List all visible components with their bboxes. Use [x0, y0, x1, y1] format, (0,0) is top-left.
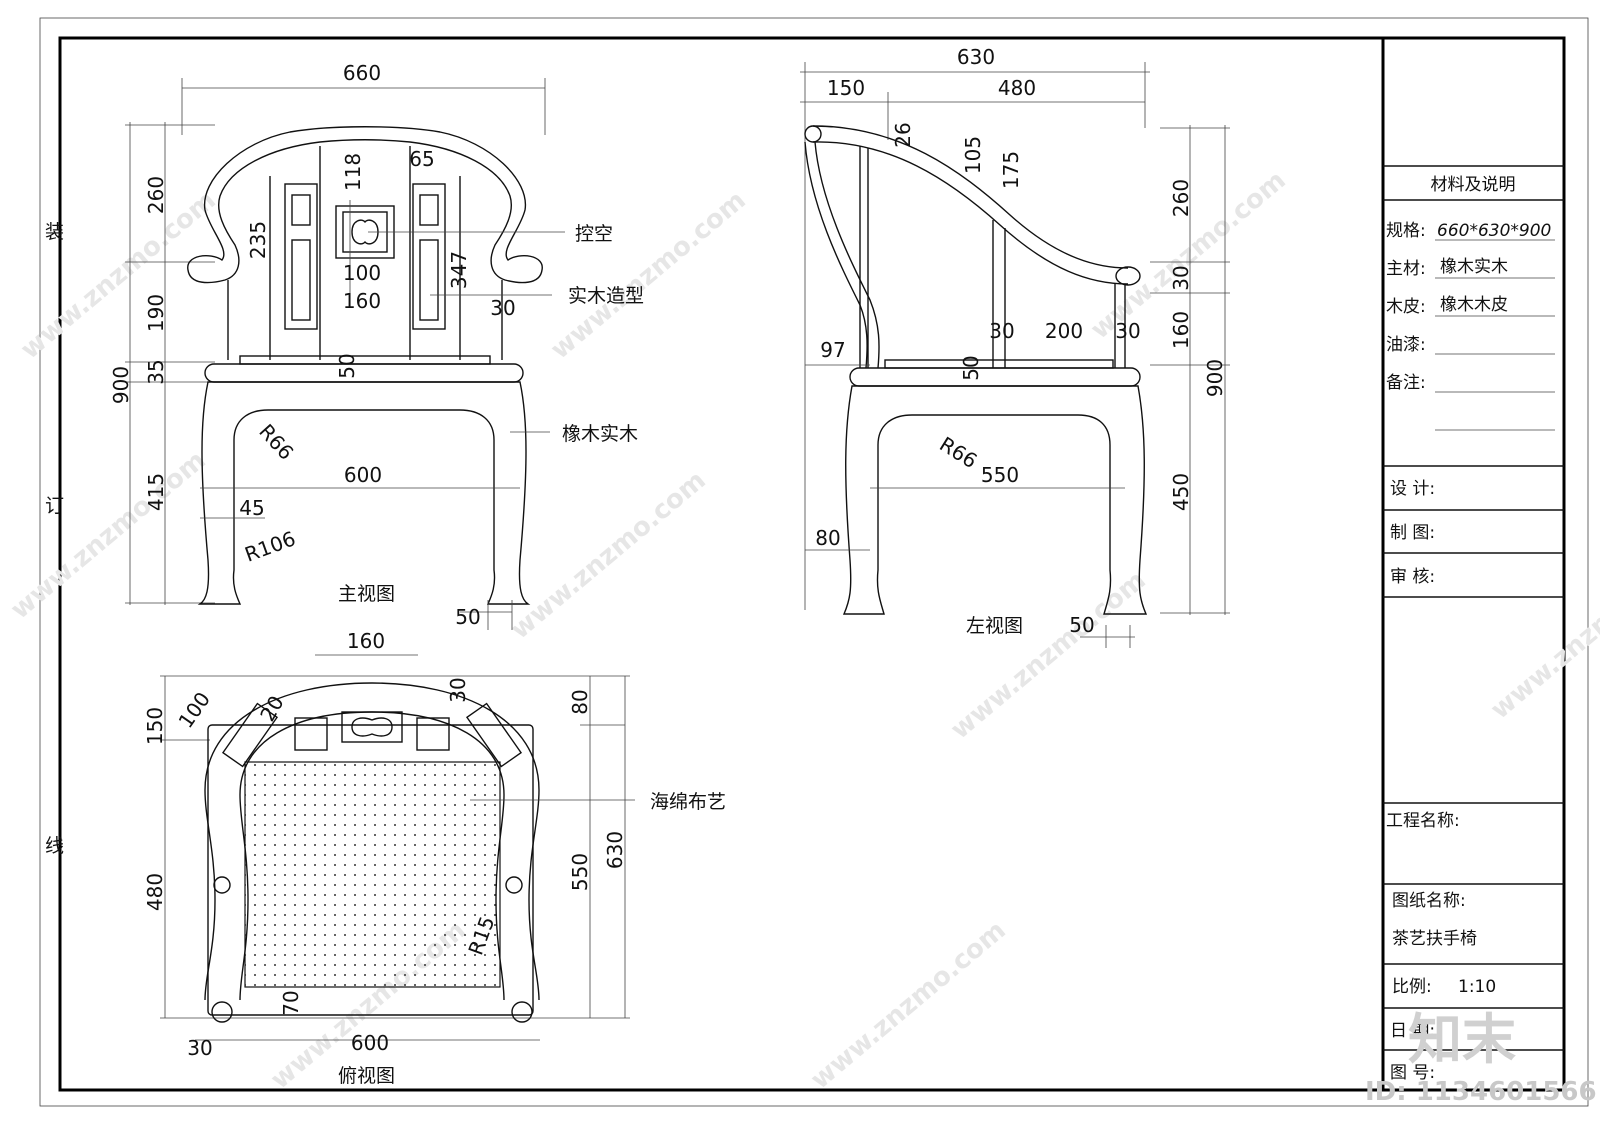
- front-dim-100: 100: [343, 261, 381, 285]
- callout-cushion: 海绵布艺: [650, 791, 726, 813]
- front-dim-118: 118: [341, 153, 365, 191]
- binding-margin: 装 订 线: [45, 221, 64, 857]
- front-dim-30: 30: [490, 296, 515, 320]
- veneer-label: 木皮:: [1386, 297, 1426, 317]
- front-dim-foot-50: 50: [455, 605, 480, 629]
- front-dim-width: 660: [343, 61, 381, 85]
- top-dim-30: 30: [446, 677, 470, 702]
- top-dim-160: 160: [347, 629, 385, 653]
- callout-oak-material: 橡木实木: [562, 423, 638, 445]
- front-dim-height-total: 900: [109, 366, 133, 404]
- front-dim-600: 600: [344, 463, 382, 487]
- side-dim-26: 26: [891, 122, 915, 147]
- side-dim-550: 550: [981, 463, 1019, 487]
- top-view-title: 俯视图: [338, 1065, 395, 1087]
- watermark-site: www.znzmo.com: [545, 185, 751, 365]
- id-watermark: ID: 1134601566: [1365, 1077, 1597, 1107]
- note-label: 备注:: [1386, 373, 1426, 393]
- side-view-title: 左视图: [966, 615, 1023, 637]
- main-material-value: 橡木实木: [1440, 257, 1508, 277]
- binding-char-1: 装: [45, 221, 64, 243]
- watermark-site: www.znzmo.com: [505, 465, 711, 645]
- side-dim-depth: 630: [957, 45, 995, 69]
- side-dim-160: 160: [1169, 311, 1193, 349]
- brand-watermark: 知末: [1408, 1008, 1516, 1071]
- callout-hollow: 控空: [575, 223, 613, 245]
- side-dim-r66: R66: [935, 432, 981, 473]
- top-view: 160 150 100 20 30 80 480 550 630 R15 70 …: [143, 629, 726, 1087]
- top-dim-70: 70: [279, 990, 303, 1015]
- front-view: 660 900 260 190 35 415 118 65 235 100 16…: [109, 61, 644, 630]
- drawing-name-value: 茶艺扶手椅: [1392, 929, 1477, 949]
- spec-value: 660*630*900: [1437, 221, 1551, 241]
- front-dim-r66: R66: [254, 419, 298, 464]
- top-dim-630: 630: [603, 831, 627, 869]
- top-dim-80: 80: [568, 689, 592, 714]
- watermark-site: www.znzmo.com: [15, 185, 221, 365]
- binding-char-3: 线: [45, 835, 64, 857]
- side-dim-200: 200: [1045, 319, 1083, 343]
- watermark-site: www.znzmo.com: [945, 565, 1151, 745]
- main-material-label: 主材:: [1386, 259, 1426, 279]
- side-dim-260: 260: [1169, 179, 1193, 217]
- top-dim-550: 550: [568, 853, 592, 891]
- front-dim-160: 160: [343, 289, 381, 313]
- review-label: 审 核:: [1390, 567, 1435, 587]
- front-view-title: 主视图: [338, 583, 395, 605]
- drawing-name-label: 图纸名称:: [1392, 891, 1466, 911]
- watermark-site: www.znzmo.com: [805, 915, 1011, 1095]
- design-label: 设 计:: [1390, 479, 1435, 499]
- top-dim-150: 150: [143, 707, 167, 745]
- side-dim-30b: 30: [989, 319, 1014, 343]
- title-block-header: 材料及说明: [1431, 175, 1516, 195]
- watermark-site: www.znzmo.com: [5, 445, 211, 625]
- front-dim-45: 45: [239, 496, 264, 520]
- front-dim-back-height: 260: [144, 176, 168, 214]
- top-dim-480: 480: [143, 873, 167, 911]
- side-dim-30c: 30: [1115, 319, 1140, 343]
- front-dim-seat-50: 50: [335, 353, 359, 378]
- side-dim-150: 150: [827, 76, 865, 100]
- side-view: 630 150 480 26 105 175 260 30 160 900 45…: [800, 45, 1230, 648]
- side-dim-175: 175: [999, 151, 1023, 189]
- side-dim-105: 105: [961, 136, 985, 174]
- front-dim-mid-height: 190: [144, 294, 168, 332]
- front-dim-r106: R106: [242, 526, 299, 566]
- front-dim-65: 65: [409, 147, 434, 171]
- top-dim-600: 600: [351, 1031, 389, 1055]
- side-dim-480: 480: [998, 76, 1036, 100]
- drawing-number-label: 图 号:: [1390, 1063, 1435, 1083]
- title-block: 材料及说明 规格: 660*630*900 主材: 橡木实木 木皮: 橡木木皮 …: [1381, 38, 1564, 1090]
- side-dim-80: 80: [815, 526, 840, 550]
- watermark-site: www.znzmo.com: [1485, 545, 1600, 725]
- side-dim-seat-50: 50: [959, 355, 983, 380]
- front-dim-347: 347: [447, 251, 471, 289]
- top-dim-w30: 30: [187, 1036, 212, 1060]
- callout-solid-shape: 实木造型: [568, 285, 644, 307]
- front-dim-235: 235: [246, 221, 270, 259]
- side-dim-30a: 30: [1169, 265, 1193, 290]
- side-dim-900: 900: [1203, 359, 1227, 397]
- outer-frame: [39, 17, 1589, 1107]
- front-dim-seat-thickness: 35: [144, 359, 168, 384]
- project-name-label: 工程名称:: [1386, 811, 1460, 831]
- binding-char-2: 订: [45, 495, 64, 517]
- draw-label: 制 图:: [1390, 523, 1435, 543]
- side-dim-450: 450: [1169, 473, 1193, 511]
- inner-frame: [58, 36, 1566, 1092]
- scale-value: 1:10: [1458, 977, 1496, 997]
- veneer-value: 橡木木皮: [1440, 295, 1508, 315]
- date-label: 日 期:: [1390, 1021, 1435, 1041]
- paint-label: 油漆:: [1386, 335, 1426, 355]
- side-dim-foot-50: 50: [1069, 613, 1094, 637]
- spec-label: 规格:: [1386, 221, 1426, 241]
- front-dim-leg-height: 415: [144, 473, 168, 511]
- scale-label: 比例:: [1392, 977, 1432, 997]
- side-dim-97: 97: [820, 338, 845, 362]
